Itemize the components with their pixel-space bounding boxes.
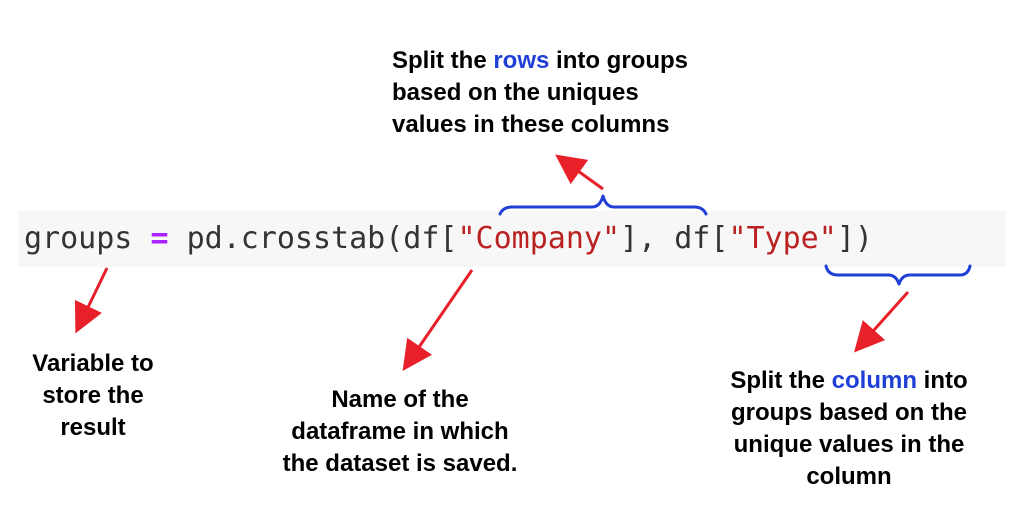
arrow-to-dataframe-note: [402, 269, 474, 371]
arrow-to-variable-note: [74, 267, 109, 334]
note-variable-line-2: store the: [42, 382, 144, 409]
code-company-string: "Company": [457, 221, 621, 256]
note-column-line-3: unique values in the: [733, 431, 965, 458]
note-rows-line-1: Split the rows into groups: [392, 45, 688, 77]
note-column-line-1-post: into: [917, 367, 968, 394]
note-dataframe-line-3: the dataset is saved.: [282, 450, 518, 477]
note-column-line-1-pre: Split the: [730, 367, 832, 394]
note-column-highlight: column: [831, 367, 918, 394]
note-dataframe: Name of the dataframe in which the datas…: [258, 384, 542, 480]
note-column-line-4: column: [806, 463, 892, 490]
code-line: groups = pd.crosstab(df["Company"], df["…: [24, 217, 873, 261]
note-dataframe-line-2: dataframe in which: [291, 418, 509, 445]
code-closing: ]): [836, 221, 873, 256]
code-separator: ], df[: [620, 221, 729, 256]
code-equals-operator: =: [150, 221, 169, 256]
note-variable-line-1: Variable to: [32, 350, 154, 377]
note-split-column: Split the column into groups based on th…: [700, 365, 998, 493]
note-column-line-1: Split the column into: [700, 365, 998, 397]
note-variable-line-3: result: [60, 414, 126, 441]
code-type-string: "Type": [728, 221, 837, 256]
note-split-rows: Split the rows into groups based on the …: [392, 45, 688, 141]
note-variable: Variable to store the result: [0, 348, 186, 444]
arrow-to-rows-note: [555, 154, 604, 191]
note-rows-highlight: rows: [493, 47, 550, 74]
note-rows-line-2: based on the uniques: [392, 79, 639, 106]
code-variable: groups: [24, 221, 133, 256]
code-background: [18, 211, 1006, 267]
brace-bottom-type: [824, 264, 972, 286]
note-rows-line-1-pre: Split the: [392, 47, 494, 74]
note-rows-line-1-post: into groups: [549, 47, 689, 74]
note-rows-line-3: values in these columns: [392, 111, 670, 138]
note-column-line-2: groups based on the: [730, 399, 967, 426]
code-crosstab-call: pd.crosstab(df[: [186, 221, 458, 256]
arrow-to-column-note: [854, 291, 910, 353]
note-dataframe-line-1: Name of the: [331, 386, 469, 413]
